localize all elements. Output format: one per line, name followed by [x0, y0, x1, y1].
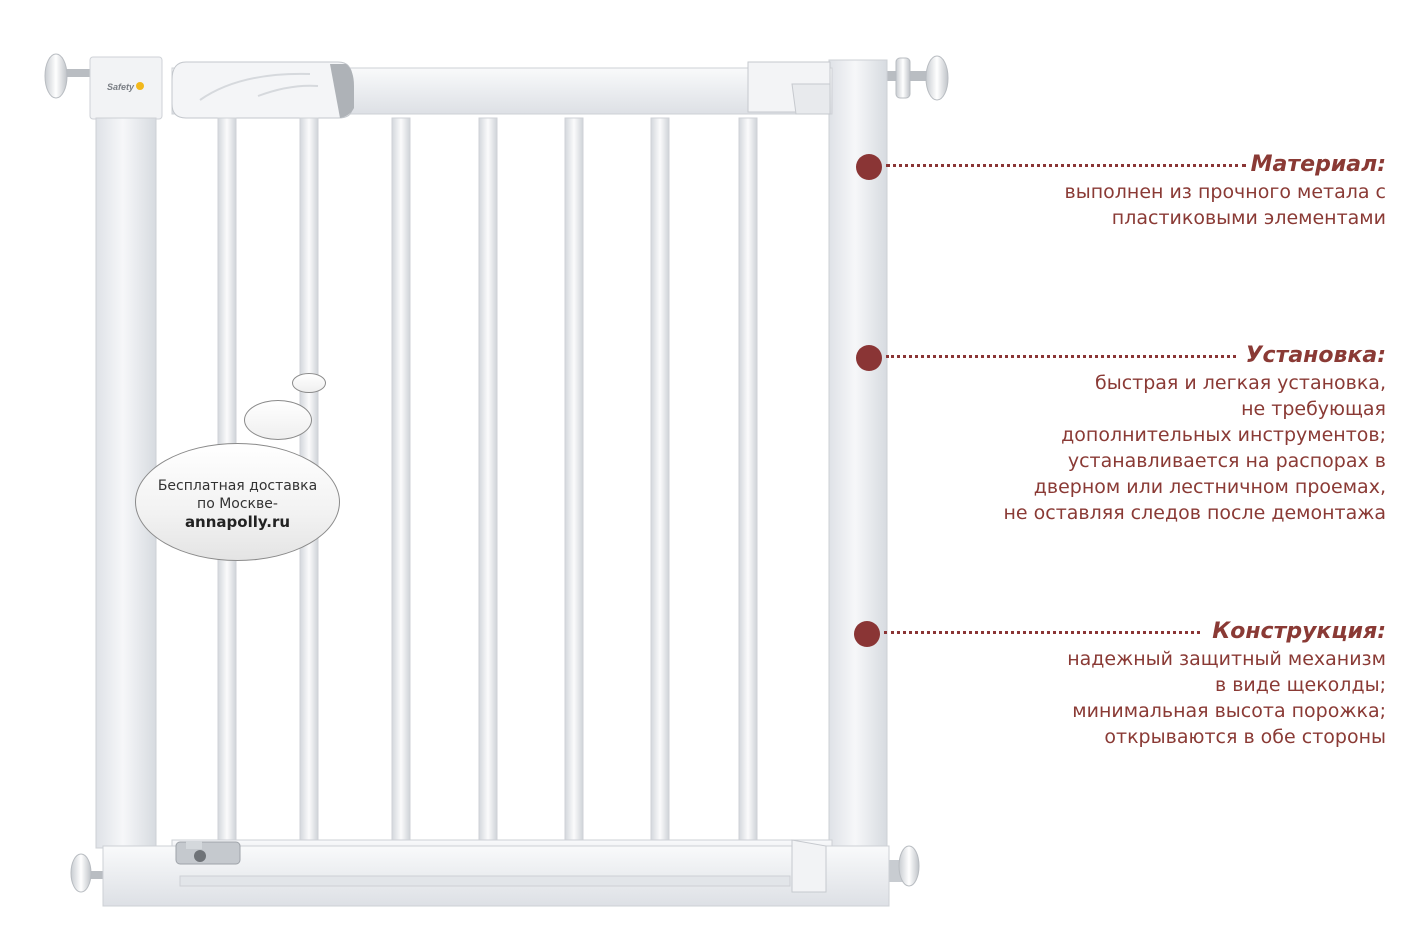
feature-construction-line: минимальная высота порожка; — [1072, 700, 1386, 722]
feature-construction-header: Конструкция: — [854, 618, 1386, 647]
feature-installation-line: устанавливается на распорах в — [1067, 450, 1386, 472]
feature-construction-title: Конструкция: — [1210, 618, 1386, 646]
brand-cap: Safety — [89, 56, 163, 120]
feature-construction: Конструкция: надежный защитный механизм … — [854, 618, 1386, 750]
hinge-top — [747, 61, 831, 115]
delivery-site: annapolly.ru — [184, 513, 291, 531]
feature-construction-line: в виде щеколды; — [1214, 674, 1386, 696]
dotted-leader — [886, 164, 1246, 167]
feature-installation-line: быстрая и легкая установка, — [1094, 372, 1386, 394]
feature-installation-line: не требующая — [1241, 398, 1386, 420]
pressure-knob-bottom-left — [70, 853, 106, 893]
gate-bars — [217, 117, 758, 849]
pressure-knob-top-right — [885, 55, 949, 101]
marker-dot — [856, 154, 882, 180]
delivery-bubble: Бесплатная доставка по Москве- annapolly… — [135, 443, 340, 561]
feature-installation-line: не оставляя следов после демонтажа — [1003, 502, 1387, 524]
feature-material-line: выполнен из прочного метала с — [1064, 181, 1387, 203]
feature-installation: Установка: быстрая и легкая установка, н… — [856, 342, 1386, 526]
feature-construction-line: надежный защитный механизм — [1067, 648, 1386, 670]
feature-material-title: Материал: — [1248, 151, 1386, 179]
feature-material: Материал: выполнен из прочного метала с … — [856, 151, 1386, 231]
pressure-knob-bottom-right — [885, 845, 920, 887]
thought-bubble-medium — [244, 400, 312, 440]
dotted-leader — [884, 631, 1200, 634]
feature-installation-line: дополнительных инструментов; — [1061, 424, 1386, 446]
brand-logo: Safety — [107, 82, 135, 92]
dotted-leader — [886, 355, 1236, 358]
feature-installation-line: дверном или лестничном проемах, — [1033, 476, 1386, 498]
thought-bubble-small — [292, 373, 326, 393]
feature-construction-line: открываются в обе стороны — [1104, 726, 1386, 748]
feature-installation-title: Установка: — [1243, 342, 1386, 370]
marker-dot — [854, 621, 880, 647]
feature-installation-header: Установка: — [856, 342, 1386, 371]
right-post — [828, 59, 888, 849]
delivery-text-line2: по Москве- — [197, 496, 278, 512]
feature-material-line: пластиковыми элементами — [1111, 207, 1386, 229]
feature-material-header: Материал: — [856, 151, 1386, 180]
marker-dot — [856, 345, 882, 371]
latch-handle — [171, 61, 354, 119]
delivery-text-line1: Бесплатная доставка — [157, 478, 318, 494]
pressure-knob-top-left — [44, 53, 96, 99]
bottom-lock — [175, 841, 241, 865]
